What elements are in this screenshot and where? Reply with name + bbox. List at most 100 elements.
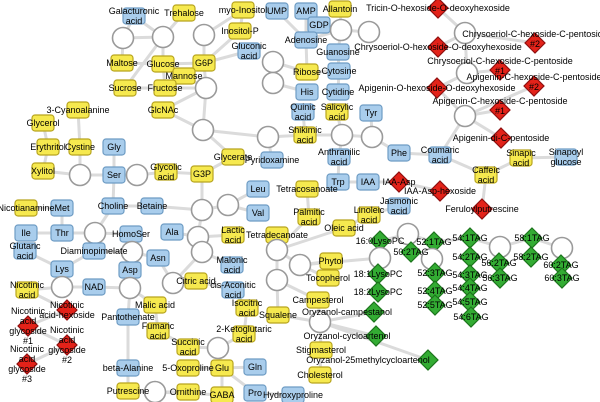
node-nicotianamine[interactable] (14, 199, 38, 217)
node-galacturonic_acid[interactable] (122, 7, 146, 25)
hub-node[interactable] (191, 118, 215, 142)
node-beta_alanine[interactable] (116, 359, 140, 377)
node-glycerate[interactable] (221, 148, 245, 166)
node-trehalose[interactable] (172, 4, 196, 22)
node-succinic[interactable] (176, 338, 200, 356)
hub-node[interactable] (190, 198, 214, 222)
node-chrys_cp1[interactable] (489, 59, 511, 81)
node-tetracosanoate[interactable] (295, 180, 319, 198)
node-cytidine[interactable] (326, 83, 350, 101)
node-betaine[interactable] (140, 197, 164, 215)
node-choline[interactable] (101, 197, 125, 215)
node-sucrose[interactable] (113, 79, 137, 97)
node-tag603[interactable] (551, 267, 573, 289)
hub-node[interactable] (194, 76, 218, 100)
node-oryz_25[interactable] (417, 349, 439, 371)
node-glycerol[interactable] (31, 114, 55, 132)
hub-node[interactable] (357, 20, 381, 44)
node-coumaric[interactable] (428, 146, 452, 164)
node-tag582[interactable] (520, 246, 542, 268)
node-malic[interactable] (143, 296, 167, 314)
node-lyso182[interactable] (367, 281, 389, 303)
node-malonic[interactable] (220, 256, 244, 274)
node-anthranilic[interactable] (327, 148, 351, 166)
node-phe[interactable] (387, 144, 411, 162)
node-isocitric[interactable] (235, 299, 259, 317)
node-oryz_cyclo[interactable] (365, 325, 387, 347)
node-iaa[interactable] (356, 173, 380, 191)
node-iaa_asp[interactable] (388, 171, 410, 193)
hub-node[interactable] (118, 276, 142, 300)
node-gdp[interactable] (307, 16, 331, 34)
node-cis_aconitic[interactable] (221, 281, 245, 299)
node-met[interactable] (50, 199, 74, 217)
node-feruloyl[interactable] (471, 198, 493, 220)
node-val[interactable] (246, 204, 270, 222)
hub-node[interactable] (143, 380, 167, 402)
node-citric[interactable] (184, 272, 208, 290)
hub-node[interactable] (216, 193, 240, 217)
hub-node[interactable] (288, 253, 312, 277)
node-stigmasterol[interactable] (309, 341, 333, 359)
node-gln[interactable] (243, 358, 267, 376)
node-sinapic[interactable] (509, 149, 533, 167)
node-mannose[interactable] (172, 67, 196, 85)
hub-node[interactable] (261, 71, 285, 95)
node-ump[interactable] (265, 2, 289, 20)
node-tricin[interactable] (427, 0, 449, 19)
node-fumaric[interactable] (146, 322, 170, 340)
hub-node[interactable] (192, 23, 216, 47)
node-tag563[interactable] (489, 267, 511, 289)
node-diaminopimelate[interactable] (82, 242, 106, 260)
node-amp[interactable] (294, 2, 318, 20)
node-adenosine[interactable] (294, 31, 318, 49)
node-myo_inositol[interactable] (231, 1, 255, 19)
node-pro[interactable] (243, 384, 267, 402)
node-glu[interactable] (210, 359, 234, 377)
hub-node[interactable] (455, 61, 479, 85)
node-cyanoalanine[interactable] (66, 101, 90, 119)
node-guanosine[interactable] (326, 43, 350, 61)
hub-node[interactable] (83, 221, 107, 245)
node-squalene[interactable] (266, 306, 290, 324)
node-tag502[interactable] (400, 241, 422, 263)
node-cytosine[interactable] (327, 62, 351, 80)
hub-node[interactable] (330, 123, 354, 147)
node-ala[interactable] (160, 223, 184, 241)
node-cholesterol[interactable] (308, 366, 332, 384)
node-allantoin[interactable] (328, 0, 352, 18)
node-g6p[interactable] (192, 54, 216, 72)
hub-node[interactable] (360, 125, 384, 149)
node-sinapoyl[interactable] (554, 148, 578, 166)
node-fructose[interactable] (153, 79, 177, 97)
hub-node[interactable] (151, 25, 175, 49)
node-gaba[interactable] (210, 386, 234, 402)
hub-node[interactable] (68, 163, 92, 187)
node-caffeic[interactable] (474, 166, 498, 184)
node-jasmonic[interactable] (387, 197, 411, 215)
hub-node[interactable] (329, 18, 353, 42)
node-nad[interactable] (82, 278, 106, 296)
node-nic_gly1[interactable] (17, 315, 39, 337)
node-linoleic[interactable] (357, 206, 381, 224)
node-gly[interactable] (102, 138, 126, 156)
node-shikimic[interactable] (293, 126, 317, 144)
node-putrescine[interactable] (116, 382, 140, 400)
node-apig_cp2[interactable] (523, 75, 545, 97)
node-cystine[interactable] (68, 138, 92, 156)
hub-node[interactable] (111, 26, 135, 50)
hub-node[interactable] (256, 125, 280, 149)
node-glcnac[interactable] (151, 101, 175, 119)
node-ribose[interactable] (295, 63, 319, 81)
node-iaa_asp_hex[interactable] (429, 180, 451, 202)
node-thr[interactable] (50, 224, 74, 242)
hub-node[interactable] (190, 240, 214, 264)
node-chrys_cp2[interactable] (524, 32, 546, 54)
node-oleic[interactable] (332, 219, 356, 237)
node-ile[interactable] (14, 224, 38, 242)
node-leu[interactable] (246, 180, 270, 198)
hub-node[interactable] (50, 275, 74, 299)
node-apig_cp1[interactable] (489, 99, 511, 121)
hub-node[interactable] (265, 238, 289, 262)
